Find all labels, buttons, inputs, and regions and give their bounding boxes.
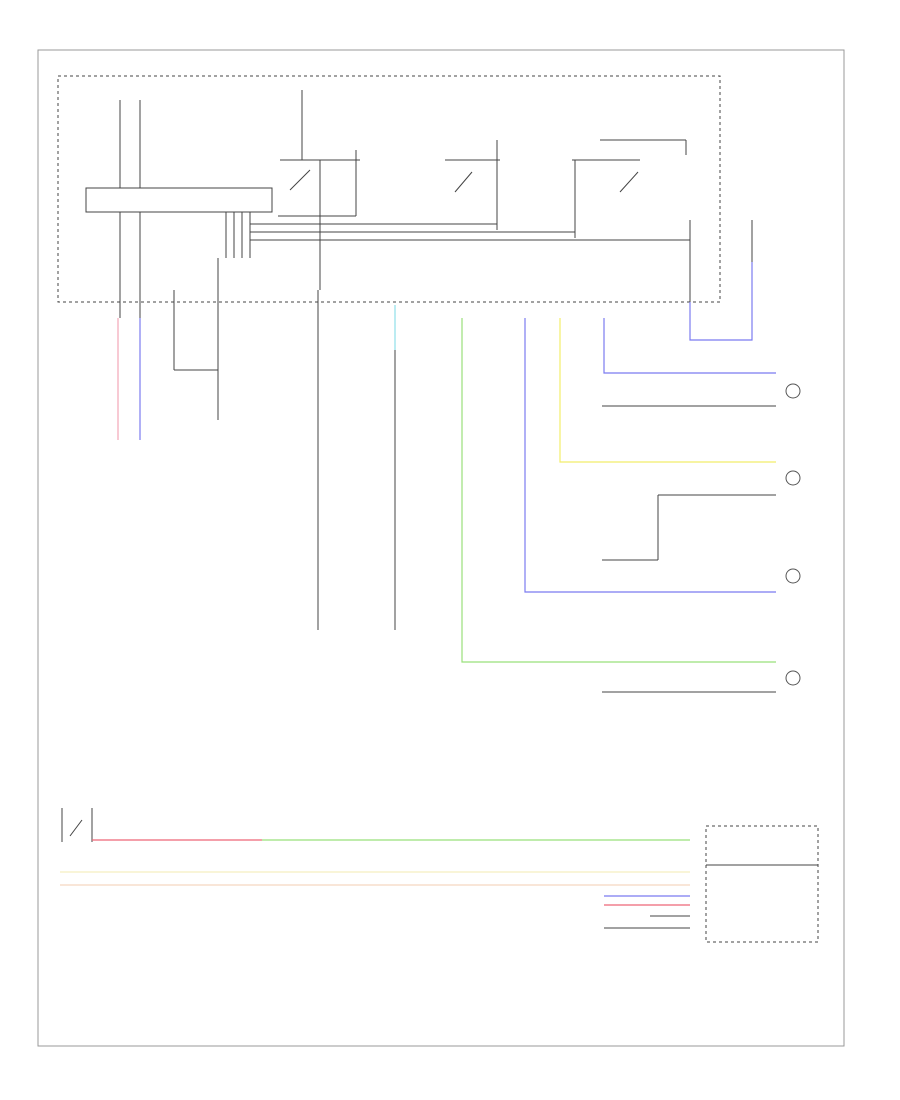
module-bus-bar [85, 187, 273, 213]
wire-blue-top-right [603, 318, 776, 374]
connector-circle-2 [785, 470, 801, 486]
relay-1 [278, 150, 360, 290]
relay-3 [572, 139, 687, 238]
connector-circle-4 [785, 670, 801, 686]
ground-leads-right [602, 405, 776, 693]
lower-switch [61, 808, 93, 842]
module-internal-wiring [119, 90, 753, 302]
wire-blue-battery [689, 262, 753, 341]
page-frame [37, 49, 845, 1047]
combination-meter-box [705, 825, 819, 943]
wire-green-right [461, 318, 776, 663]
connector-circle-1 [785, 383, 801, 399]
relay-2 [445, 140, 500, 230]
connector-circle-3 [785, 568, 801, 584]
relay-module-box [57, 75, 721, 303]
wire-blue-right [524, 318, 776, 593]
wire-yellow-right [559, 318, 776, 463]
terminal-drops [119, 212, 659, 630]
